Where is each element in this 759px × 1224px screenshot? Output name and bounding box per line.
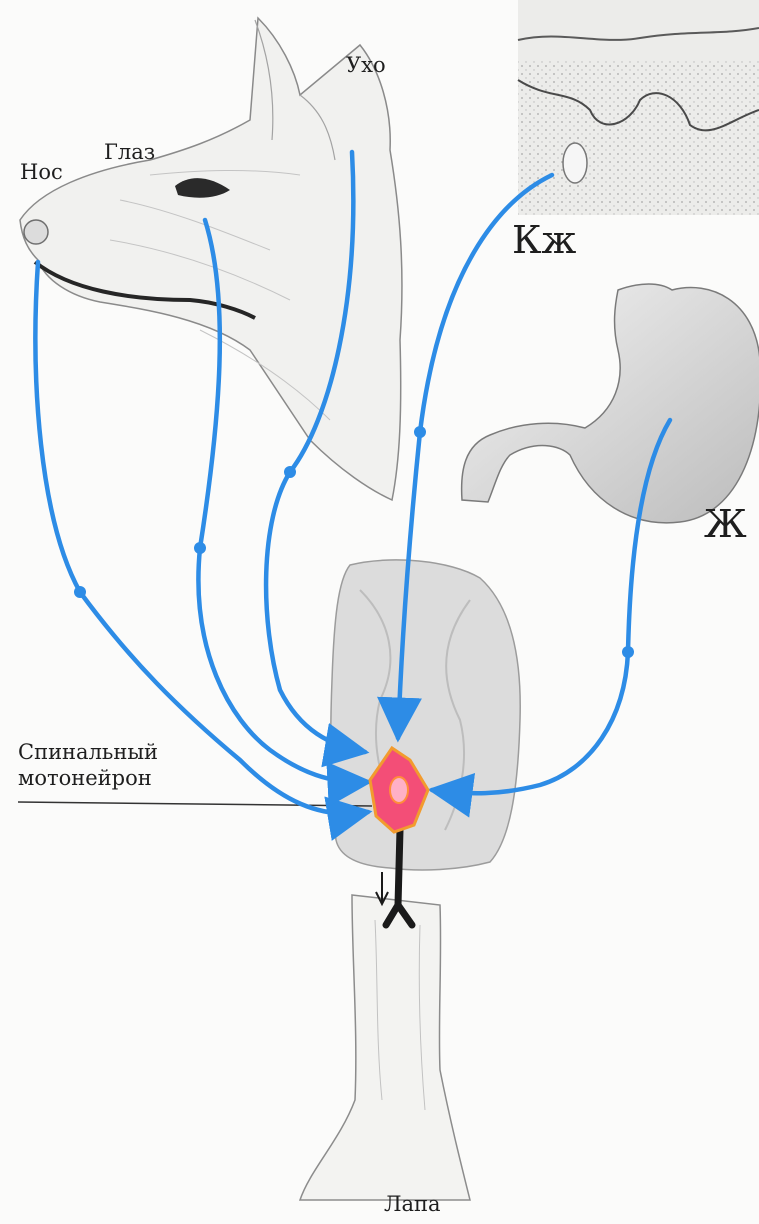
label-motoneuron-line1: Спинальный — [18, 740, 158, 764]
label-stomach: Ж — [704, 502, 747, 546]
label-skin: Кж — [512, 218, 576, 262]
label-eye: Глаз — [104, 140, 155, 164]
label-ear: Ухо — [346, 53, 386, 77]
label-motoneuron-line2: мотонейрон — [18, 766, 152, 790]
stomach-icon — [462, 284, 759, 523]
label-paw: Лапа — [384, 1192, 441, 1216]
label-nose: Нос — [20, 160, 63, 184]
spinal-cord-icon — [331, 560, 520, 870]
skin-section-icon — [518, 0, 759, 215]
dog-leg-icon — [300, 895, 470, 1200]
dog-head-icon — [20, 18, 402, 500]
